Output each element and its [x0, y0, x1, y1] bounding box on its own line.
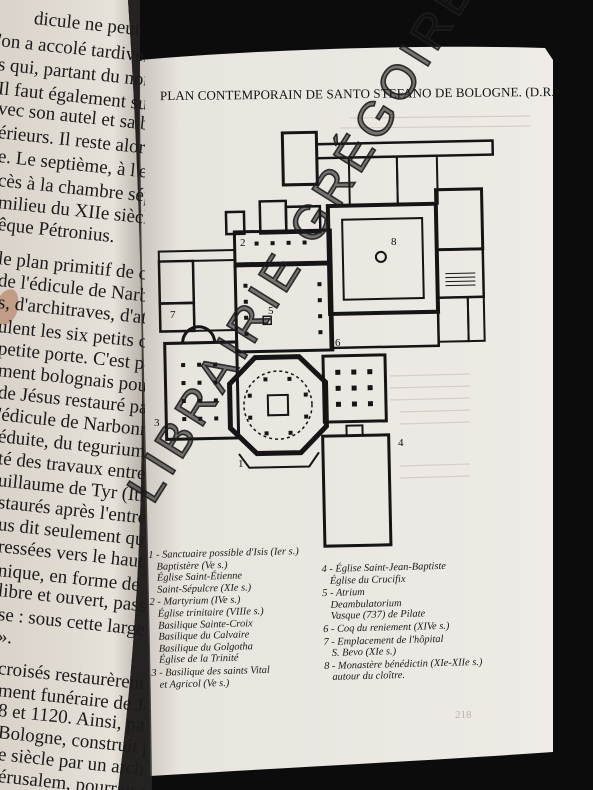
- plan-label: 1: [238, 458, 244, 470]
- plan-area-6: [321, 353, 388, 424]
- plan-labels: 1 2 3 4 5 6 7 8: [154, 236, 404, 470]
- legend-left: 1 - Sanctuaire possible d'Isis (Ier s.)B…: [148, 546, 302, 692]
- legend-item: 8 - Monastère bénédictin (XIe-XIIe s.)au…: [324, 657, 483, 684]
- fingertip: [0, 289, 19, 325]
- plan-label: 7: [170, 309, 176, 321]
- plan-label: 5: [268, 305, 274, 317]
- left-page: [0, 0, 142, 790]
- right-page: [139, 46, 553, 777]
- gutter-shadow: [118, 0, 152, 790]
- page-number: 218: [455, 709, 472, 721]
- plan-label: 4: [398, 437, 404, 449]
- plan-label: 3: [154, 417, 160, 429]
- plan-label: 6: [335, 337, 341, 349]
- plan-area-1: [227, 354, 329, 457]
- legend-item: 2 - Martyrium (IVe s.)Église trinitaire …: [149, 593, 301, 666]
- legend-item: 1 - Sanctuaire possible d'Isis (Ier s.)B…: [148, 546, 300, 596]
- plan-label: 8: [391, 236, 397, 248]
- plan-label: 2: [240, 237, 246, 249]
- plan-area-3: [163, 340, 241, 441]
- bleed-through-text: [339, 115, 531, 479]
- floor-plan: [157, 130, 495, 548]
